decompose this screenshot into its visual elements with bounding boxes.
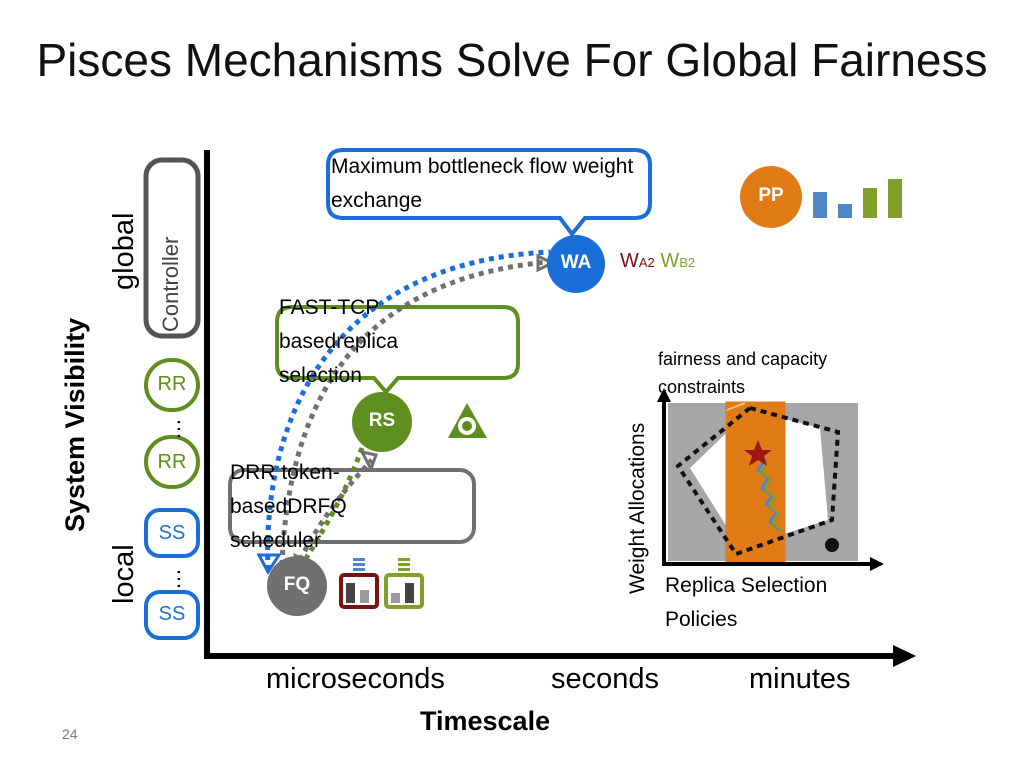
tick-minutes: minutes — [749, 663, 851, 695]
ss-top-label: SS — [158, 522, 186, 544]
rs-node-label: RS — [368, 410, 396, 431]
rr-top-label: RR — [157, 373, 187, 395]
rr-top-box — [144, 358, 200, 412]
wa-node-label: WA — [560, 252, 592, 273]
ss-bottom-box — [144, 590, 200, 640]
fq-callout-text: DRR token-basedDRFQ scheduler — [230, 461, 347, 552]
wa-callout-shape — [326, 148, 652, 238]
pp-node — [740, 166, 802, 228]
page-number: 24 — [62, 726, 78, 742]
gray-small-arrow — [297, 458, 374, 562]
replica-icon — [448, 403, 487, 438]
queue-icon-green — [384, 558, 424, 609]
pp-node-label: PP — [758, 185, 784, 206]
ss-top-box — [144, 508, 200, 558]
rr-bottom-label: RR — [157, 451, 187, 473]
fq-node-label: FQ — [283, 574, 311, 595]
y-local-label: local — [108, 544, 140, 604]
fq-node — [267, 556, 327, 616]
controller-box — [143, 157, 201, 339]
gray-small-arrowhead — [359, 449, 378, 473]
y-axis-label: System Visibility — [60, 317, 90, 532]
rr-bottom-box — [144, 435, 200, 489]
rr-ellipsis: … — [160, 418, 185, 440]
y-global-label: global — [108, 212, 140, 290]
inset-caption: fairness and capacity constraints — [658, 349, 828, 397]
inset-x-label: Replica Selection Policies — [665, 574, 828, 631]
controller-label: Controller — [158, 236, 183, 332]
weight-a-letter: W — [620, 250, 639, 272]
x-axis-label: Timescale — [420, 706, 551, 736]
weight-b-sub: B2 — [679, 255, 696, 270]
pp-bars — [813, 179, 902, 218]
tick-seconds: seconds — [551, 663, 660, 695]
weight-b-letter: W — [660, 250, 680, 272]
wa-callout-text: Maximum bottleneck flow weight exchange — [331, 155, 634, 212]
gray-dashed-arrowhead — [536, 253, 556, 273]
inset-chart — [657, 388, 884, 571]
wa-node — [547, 235, 605, 293]
rs-node — [352, 392, 412, 452]
weight-labels: WA2 WB2 — [620, 250, 695, 273]
inset-y-label: Weight Allocations — [626, 422, 649, 594]
x-axis-arrowhead — [893, 645, 916, 667]
ss-bottom-label: SS — [158, 603, 186, 625]
blue-dashed-arrow — [265, 249, 551, 571]
slide-title: Pisces Mechanisms Solve For Global Fairn… — [36, 34, 988, 86]
tick-microseconds: microseconds — [266, 663, 445, 695]
blue-dashed-arrowhead — [256, 553, 282, 575]
weight-a-sub: A2 — [638, 255, 655, 270]
queue-icon-red — [339, 558, 379, 609]
rs-callout-text: FAST-TCP basedreplica selection — [279, 296, 399, 387]
ss-ellipsis: … — [160, 568, 185, 590]
gray-dashed-arrow — [279, 259, 549, 566]
